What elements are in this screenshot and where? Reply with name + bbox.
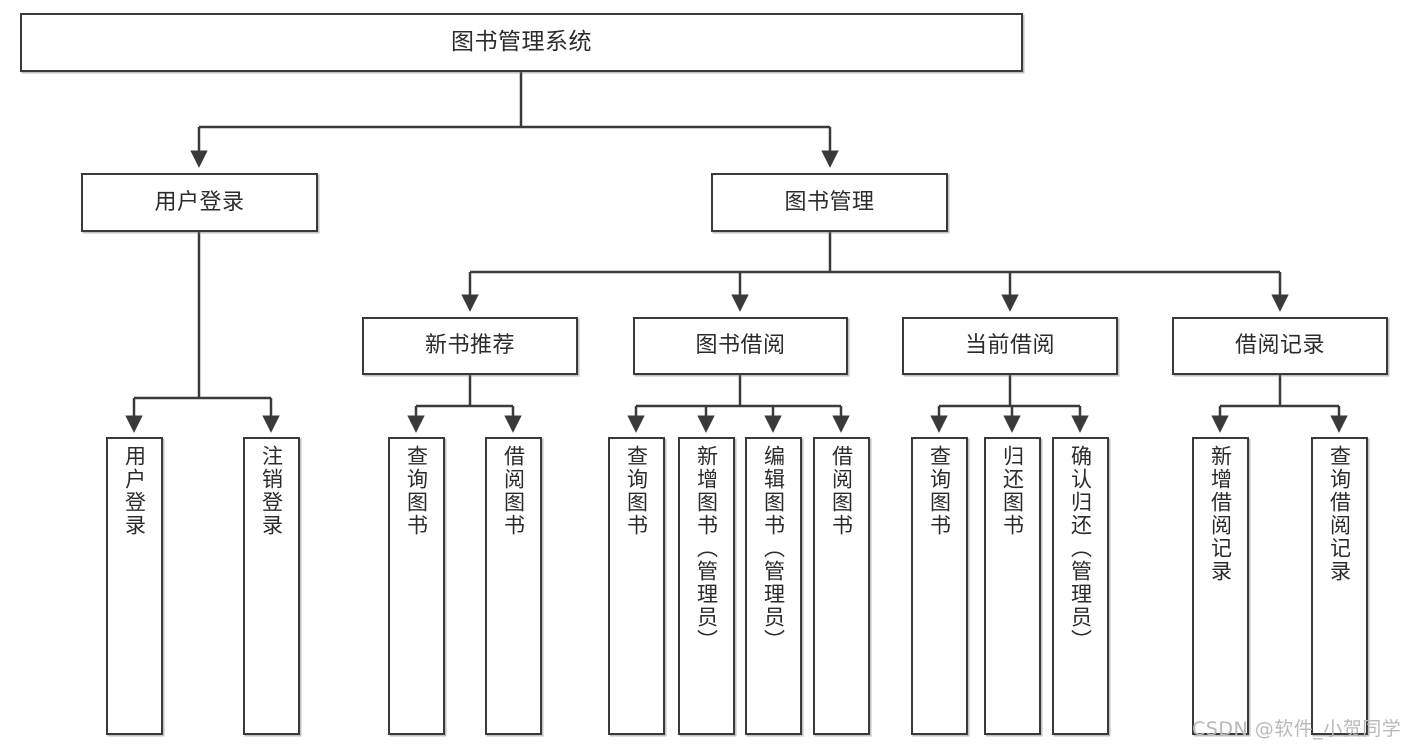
node-level3-current-borrow[interactable]: 当前借阅 (902, 317, 1118, 375)
leaf-node[interactable]: 新增借阅记录 (1192, 437, 1249, 735)
node-label: 借阅图书 (829, 445, 854, 537)
node-level3-book-borrow[interactable]: 图书借阅 (633, 317, 848, 375)
leaf-node[interactable]: 查询图书 (911, 437, 968, 735)
node-label: 查询借阅记录 (1327, 445, 1352, 583)
node-label: 借阅图书 (501, 445, 526, 537)
node-label: 图书管理系统 (451, 28, 592, 55)
node-label: 图书管理 (784, 189, 875, 215)
leaf-node[interactable]: 借阅图书 (485, 437, 542, 735)
leaf-node[interactable]: 编辑图书（管理员） (745, 437, 802, 735)
node-root[interactable]: 图书管理系统 (20, 13, 1023, 72)
leaf-node[interactable]: 注销登录 (243, 437, 300, 735)
leaf-node[interactable]: 用户登录 (106, 437, 163, 735)
leaf-node[interactable]: 查询借阅记录 (1311, 437, 1368, 735)
node-label: 归还图书 (1000, 445, 1025, 537)
node-label: 查询图书 (927, 445, 952, 537)
node-label: 注销登录 (259, 445, 284, 537)
node-label: 编辑图书（管理员） (761, 445, 786, 652)
leaf-node[interactable]: 查询图书 (388, 437, 445, 735)
node-level3-new-book-recommendation[interactable]: 新书推荐 (362, 317, 578, 375)
leaf-node[interactable]: 借阅图书 (813, 437, 870, 735)
leaf-node[interactable]: 确认归还（管理员） (1052, 437, 1109, 735)
node-level3-borrow-record[interactable]: 借阅记录 (1172, 317, 1388, 375)
node-label: 用户登录 (154, 189, 245, 215)
leaf-node[interactable]: 归还图书 (984, 437, 1041, 735)
node-label: 确认归还（管理员） (1068, 445, 1093, 652)
node-label: 图书借阅 (695, 333, 786, 359)
node-label: 借阅记录 (1234, 333, 1325, 359)
leaf-node[interactable]: 查询图书 (608, 437, 665, 735)
node-label: 新书推荐 (424, 333, 515, 359)
node-label: 新增借阅记录 (1208, 445, 1233, 583)
leaf-node[interactable]: 新增图书（管理员） (678, 437, 735, 735)
node-label: 新增图书（管理员） (694, 445, 719, 652)
node-label: 查询图书 (624, 445, 649, 537)
node-label: 查询图书 (404, 445, 429, 537)
node-level2-book-management[interactable]: 图书管理 (711, 173, 948, 232)
node-label: 用户登录 (122, 445, 147, 537)
node-label: 当前借阅 (964, 333, 1055, 359)
node-level2-user-login[interactable]: 用户登录 (81, 173, 318, 232)
csdn-watermark: CSDN @软件_小贺同学 (1192, 718, 1402, 740)
